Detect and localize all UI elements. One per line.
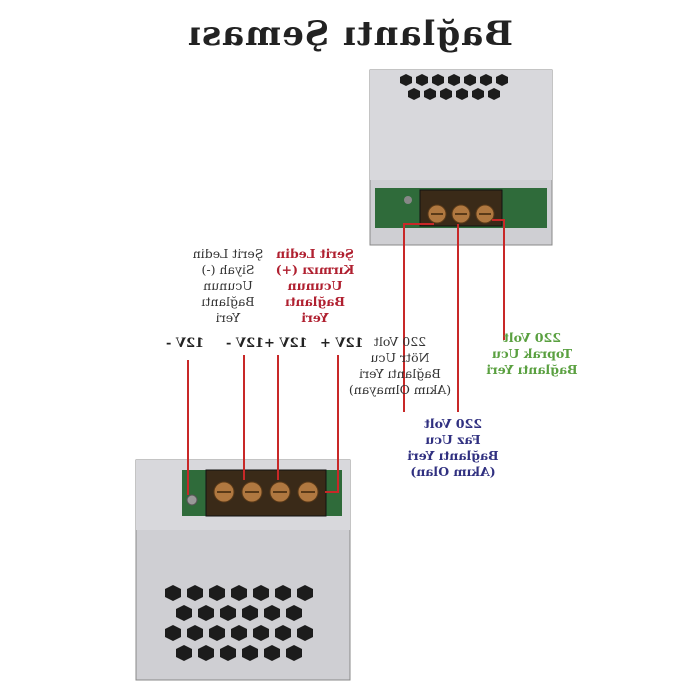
neutral-label: 220 Volt Nötr Ucu Bağlantı Yeri (Akım Ol… bbox=[348, 334, 452, 397]
vent-holes-bottom bbox=[165, 585, 313, 661]
phase-label: 220 Volt Faz Ucu Bağlantı Yeri (Akım Ola… bbox=[407, 416, 499, 479]
vent-holes-top bbox=[400, 74, 508, 100]
black-strip-label: Şerit Ledin Siyah (-) Ucunun Bağlantı Ye… bbox=[192, 246, 264, 325]
dc-power-supply bbox=[135, 459, 351, 681]
ac-terminal-screws bbox=[427, 204, 495, 224]
terminal-label-2: 12V - bbox=[226, 336, 265, 351]
red-strip-label: Şerit Ledin Kırmızı (+) Ucunun Bağlantı … bbox=[275, 246, 355, 325]
terminal-label-3: 12V + bbox=[264, 336, 308, 351]
ac-wires bbox=[403, 219, 505, 412]
ac-power-supply bbox=[369, 69, 553, 246]
terminal-label-1: 12V - bbox=[166, 336, 205, 351]
ground-label: 220 Volt Toprak Ucu Bağlantı Yeri bbox=[486, 330, 578, 377]
dc-wires bbox=[187, 355, 339, 495]
dc-terminal-screws bbox=[213, 481, 319, 503]
